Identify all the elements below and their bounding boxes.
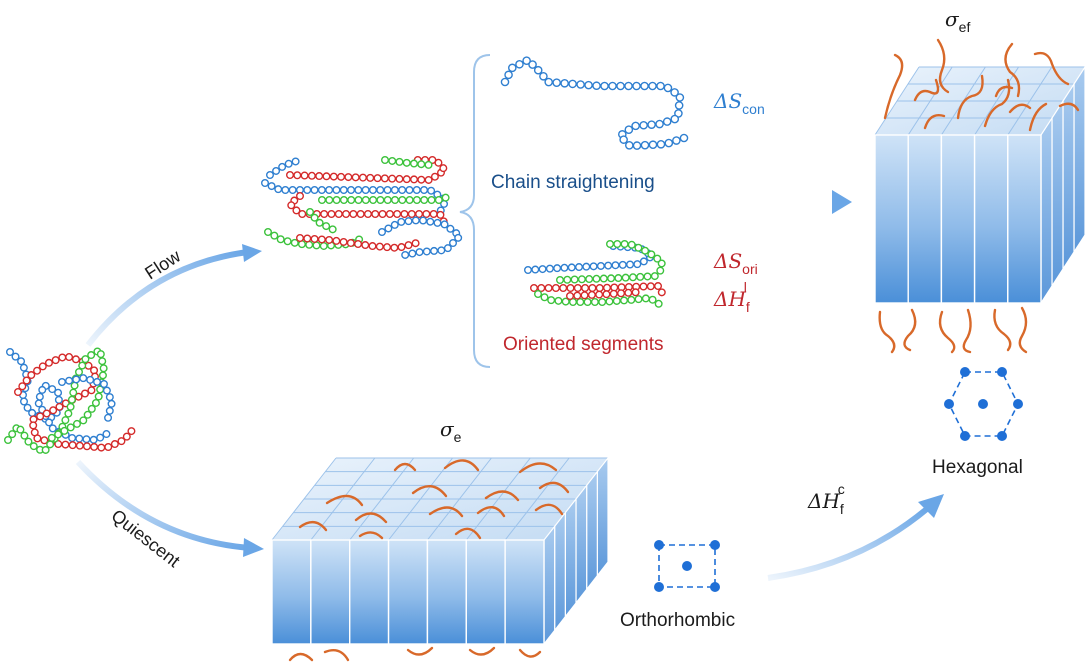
sigma-e-symbol: σe (440, 417, 462, 445)
seg-green (556, 272, 659, 285)
oriented-segments-label: Oriented segments (503, 334, 664, 355)
seg-green-top (606, 239, 666, 275)
chain-cilia (878, 38, 1080, 354)
bundle-red (287, 191, 448, 226)
orthorhombic-lattice-icon (654, 540, 720, 592)
seg-blue (524, 242, 654, 275)
hexagonal-label: Hexagonal (932, 457, 1023, 478)
oriented-chain-bundle-icon (261, 155, 463, 259)
seg-red (530, 282, 666, 297)
coiled-chain-icon (3, 347, 136, 454)
chain-red (13, 353, 136, 452)
bundle-green-b (306, 207, 337, 234)
straight-chain-beads (500, 56, 689, 150)
delta-h-f-c-symbol: ΔHfc (807, 481, 845, 517)
bundle-red-tail (296, 233, 420, 252)
delta-s-con-symbol: ΔScon (713, 89, 765, 117)
sigma-ef-symbol: σef (945, 7, 970, 35)
to-crystal-arrow (788, 190, 852, 214)
bundle-blue-tail (378, 216, 463, 259)
chain-fold-loops (288, 459, 570, 662)
delta-s-ori-symbol: ΔSori (713, 249, 758, 277)
delta-h-f-l-symbol: ΔHfl (713, 279, 750, 315)
transition-arrow (767, 494, 944, 581)
bundle-blue-end (266, 157, 300, 179)
chain-green (3, 347, 108, 454)
bundle-green (318, 193, 450, 204)
seg-green-b (534, 290, 663, 308)
hexagonal-lattice-icon (944, 367, 1023, 441)
orthorhombic-label: Orthorhombic (620, 610, 735, 631)
straight-chain-icon (500, 56, 689, 150)
seg-red-b (566, 288, 640, 301)
lamellar-crystal-icon (270, 456, 610, 662)
chain-blue-2 (58, 374, 116, 422)
oriented-segments-icon (524, 239, 666, 308)
bundle-red-top (286, 155, 448, 184)
flow-arrow (85, 244, 262, 347)
quiescent-arrow (75, 459, 264, 557)
bracket (459, 54, 491, 368)
extended-chain-crystal-icon (874, 38, 1085, 354)
chain-straightening-label: Chain straightening (491, 172, 655, 193)
bundle-green-top (381, 155, 433, 169)
